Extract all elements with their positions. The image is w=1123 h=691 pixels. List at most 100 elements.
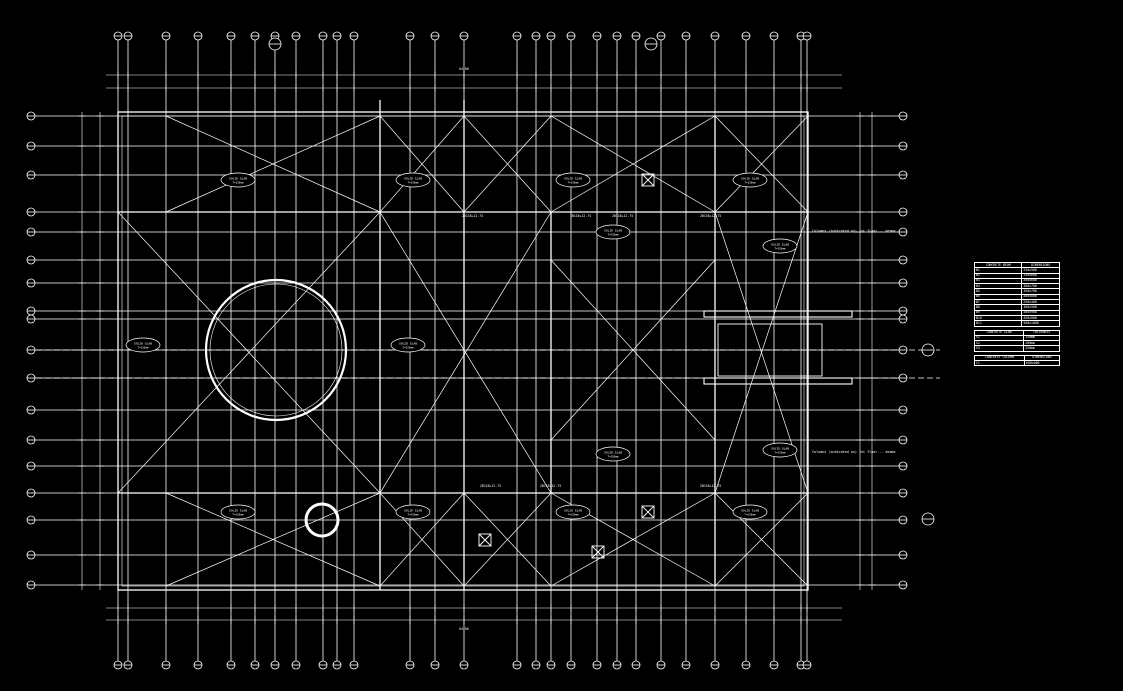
slab-tag <box>220 172 256 188</box>
overall-dimension: 64.00 <box>459 627 469 631</box>
slab-tag-thickness: T=150mm <box>608 455 619 459</box>
slab-tag-label: SOLID SLAB <box>404 177 422 181</box>
slab-tag <box>732 504 768 520</box>
slab-tag-thickness: T=150mm <box>408 181 419 185</box>
beam-callout: 2B11B+12.75 <box>462 214 483 218</box>
slab-tag-thickness: T=150mm <box>775 451 786 455</box>
slab-tag-label: SOLID SLAB <box>404 509 422 513</box>
slab-tag-label: SOLID SLAB <box>604 229 622 233</box>
table-cell: 600x600 <box>1024 360 1060 367</box>
slab-tag-label: SOLID SLAB <box>604 451 622 455</box>
panel-diagonal <box>714 115 809 213</box>
slab-tag <box>395 172 431 188</box>
slab-tag-thickness: T=150mm <box>775 247 786 251</box>
detail-box <box>641 173 655 187</box>
panel-diagonal <box>117 211 381 494</box>
panel-diagonal <box>714 492 809 587</box>
beam-callout: 2B11B+12.75 <box>480 484 501 488</box>
slab-tag <box>595 446 631 462</box>
slab-tag <box>395 504 431 520</box>
dimension-strings <box>78 71 876 624</box>
slab-tag-thickness: T=150mm <box>568 181 579 185</box>
slab-tag <box>220 504 256 520</box>
slab-tag-thickness: T=150mm <box>608 233 619 237</box>
detail-box <box>478 533 492 547</box>
slab-tag <box>762 442 798 458</box>
table-cell: C1 <box>973 360 1026 367</box>
grid-bubbles <box>26 31 935 670</box>
panel-diagonal <box>165 115 381 213</box>
slab-panel-diagonals <box>117 115 809 587</box>
inner-outline <box>121 115 805 587</box>
circular-opening <box>204 278 348 422</box>
circular-opening-inner <box>209 283 343 417</box>
slab-tag-label: SOLID SLAB <box>564 177 582 181</box>
panel-diagonal <box>550 259 716 441</box>
slab-tag <box>390 337 426 353</box>
panel-diagonal <box>379 211 552 494</box>
beam-callout: 2B11B+12.75 <box>540 484 561 488</box>
corridor-beam <box>703 377 853 385</box>
detail-box <box>641 505 655 519</box>
beam-callout: 2B11B+12.75 <box>700 214 721 218</box>
slab-tag-thickness: T=150mm <box>233 181 244 185</box>
slab-tag-thickness: T=150mm <box>745 181 756 185</box>
slab-tag-label: SOLID SLAB <box>741 177 759 181</box>
panel-diagonal <box>379 492 465 587</box>
slab-tag-label: SOLID SLAB <box>564 509 582 513</box>
framing-note: Columns (indicated as) 1st floor... beam… <box>812 450 896 454</box>
slab-tag-thickness: T=150mm <box>233 513 244 517</box>
slab-tag <box>125 337 161 353</box>
slab-tag-thickness: T=150mm <box>568 513 579 517</box>
slab-tag-label: SOLID SLAB <box>399 342 417 346</box>
panel-diagonal <box>165 492 381 587</box>
slab-tag-thickness: T=150mm <box>745 513 756 517</box>
framing-details <box>204 173 655 559</box>
slab-tag <box>555 172 591 188</box>
slab-tags <box>125 172 798 520</box>
slab-tag <box>595 224 631 240</box>
corridor-opening <box>717 323 823 377</box>
beam-callout: 2B11B+12.75 <box>570 214 591 218</box>
slab-tag-label: SOLID SLAB <box>229 177 247 181</box>
corridor-beam <box>703 310 853 318</box>
beam-callout: 2B11B+12.75 <box>700 484 721 488</box>
detail-box-cross <box>641 505 655 519</box>
slab-tag-thickness: T=150mm <box>403 346 414 350</box>
panel-diagonal <box>463 492 552 587</box>
slab-tag <box>555 504 591 520</box>
framing-note: Columns (indicated as) 1st floor... beam… <box>812 229 896 233</box>
slab-tag-label: SOLID SLAB <box>771 243 789 247</box>
panel-diagonal <box>550 492 716 587</box>
structural-grid-lines <box>28 40 940 665</box>
panel-diagonal <box>714 211 809 494</box>
slab-tag-label: SOLID SLAB <box>134 342 152 346</box>
building-outline <box>117 111 809 591</box>
panel-diagonal <box>379 115 465 213</box>
building-outline <box>117 100 853 591</box>
detail-box <box>591 545 605 559</box>
slab-tag-label: SOLID SLAB <box>771 447 789 451</box>
panel-diagonal <box>463 115 552 213</box>
panel-diagonal <box>550 115 716 213</box>
slab-tag-thickness: T=150mm <box>408 513 419 517</box>
overall-dimension: 64.00 <box>459 67 469 71</box>
slab-tag-label: SOLID SLAB <box>741 509 759 513</box>
detail-box-cross <box>478 533 492 547</box>
round-column <box>304 502 340 538</box>
detail-box-cross <box>641 173 655 187</box>
slab-tag <box>762 238 798 254</box>
table-cell: 250mm <box>1023 345 1060 352</box>
table-cell: B11 <box>973 320 1023 327</box>
detail-box-cross <box>591 545 605 559</box>
slab-tag-thickness: T=150mm <box>138 346 149 350</box>
